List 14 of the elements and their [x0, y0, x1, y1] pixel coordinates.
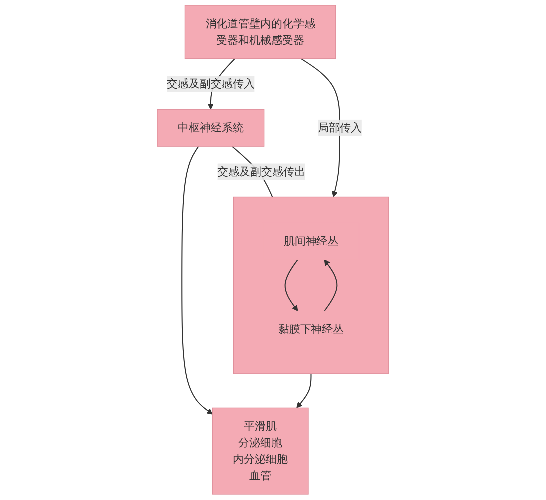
- edge-label: 交感及副交感传出: [218, 165, 306, 178]
- arrow: [182, 146, 213, 415]
- arrow: [324, 260, 338, 312]
- node-box: 消化道管壁内的化学感受器和机械感受器: [184, 5, 336, 60]
- edge-label: 局部传入: [318, 121, 362, 134]
- node-text: 肌间神经丛: [284, 234, 339, 248]
- node-box: 平滑肌 分泌细胞 内分泌细胞 血管: [212, 408, 309, 495]
- node-box: 中枢神经系统: [157, 109, 265, 147]
- cluster: [233, 196, 389, 374]
- node-text: 黏膜下神经丛: [278, 322, 344, 336]
- arrow: [284, 260, 298, 312]
- arrow: [300, 58, 340, 198]
- edge-label: 交感及副交感传入: [167, 77, 255, 90]
- arrow: [296, 374, 312, 408]
